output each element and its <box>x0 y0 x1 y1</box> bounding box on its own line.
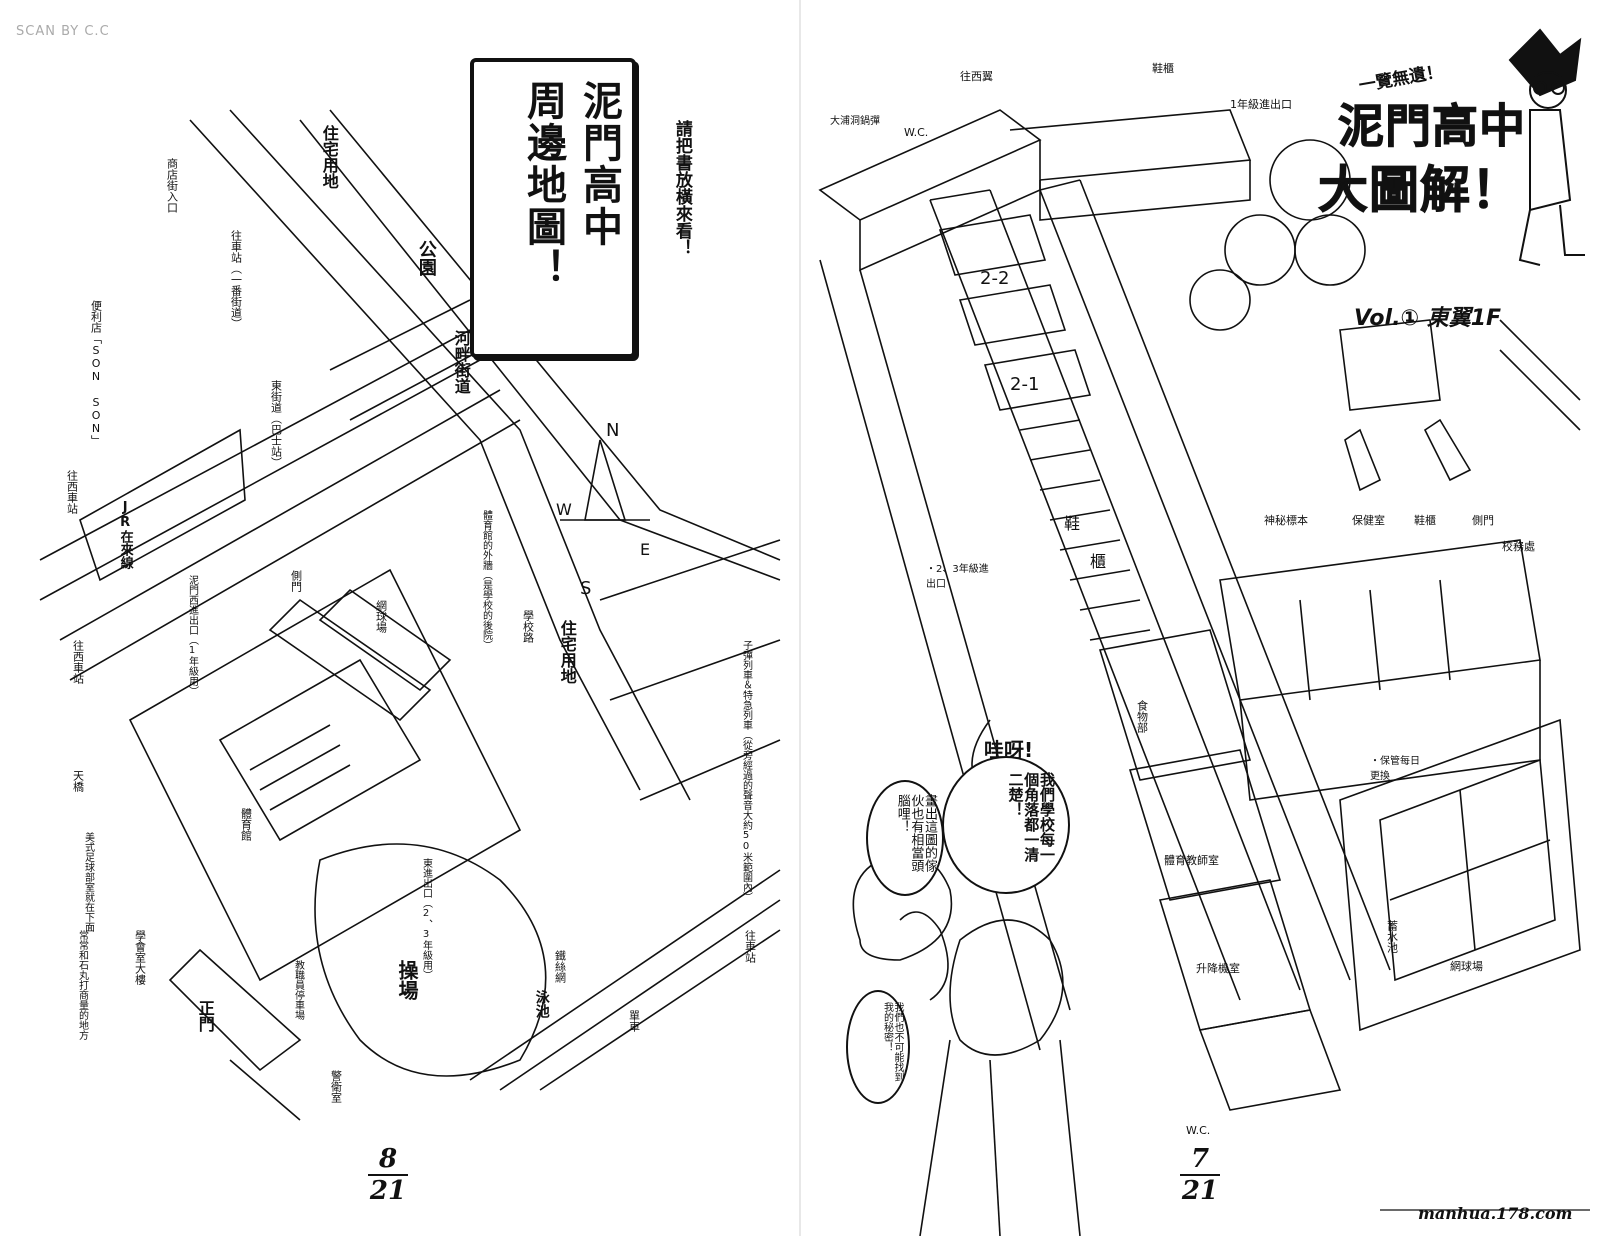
label-to-west-2: 往西車站 <box>71 640 85 684</box>
speech-bubble-main: 我們學校每一個角落都一清二楚！ <box>942 756 1070 894</box>
right-volume-label: Vol.① 東翼1F <box>1354 306 1502 331</box>
label-station-mall: 往車站（一番街道） <box>229 230 243 329</box>
speech-bubble-small: 我們也不可能找到我的秘密！ <box>846 990 910 1104</box>
label-mob-meeting: 常常和石丸打商量的地方 <box>76 930 88 1040</box>
label-tennis-court-left: 網球場 <box>374 600 388 633</box>
label-office: 校務處 <box>1502 540 1535 553</box>
label-club-building: 學會室大樓 <box>133 930 147 985</box>
label-food-shop: 食物部 <box>1135 700 1149 733</box>
label-first-year-exit: 1年級進出口 <box>1230 98 1292 111</box>
label-east-exit: 東進出口（2、3年級用） <box>420 858 432 980</box>
left-title-line1: 泥門高中 <box>576 80 622 248</box>
label-lift-room: 升降機室 <box>1196 962 1240 975</box>
label-wc-top: W.C. <box>904 126 929 139</box>
left-title-line2: 周邊地圖！ <box>520 80 566 290</box>
label-gym: 體育館 <box>239 808 253 841</box>
label-ohtoro-missile: 大浦洞鍋彈 <box>830 116 880 127</box>
label-water-tank: 蓄水池 <box>1385 920 1399 953</box>
label-skeleton: 神秘標本 <box>1264 514 1308 527</box>
page-gutter <box>799 0 801 1236</box>
label-guard-room: 警衛室 <box>329 1070 343 1103</box>
label-park: 公園 <box>415 240 437 276</box>
left-subtitle: 請把書放橫來看！ <box>671 120 692 256</box>
speech-bubble-small-text: 我們也不可能找到我的秘密！ <box>881 1002 904 1082</box>
label-jr-line: JR在來線 <box>117 500 133 569</box>
label-bike: 單車 <box>627 1010 641 1032</box>
label-shoe-mid2: 櫃 <box>1090 552 1107 571</box>
label-gym-outer-wall: 體育館的外牆（是學校的後院） <box>480 510 492 650</box>
left-title-box: 泥門高中 周邊地圖！ <box>470 58 636 358</box>
label-room-2-1: 2-1 <box>1010 374 1040 395</box>
label-residential-1: 住宅用地 <box>319 125 339 189</box>
compass-e: E <box>640 540 651 559</box>
label-shopping-street: 商店街入口 <box>165 158 179 213</box>
label-to-west-1: 往西車站 <box>65 470 79 514</box>
label-side-gate: 側門 <box>289 570 303 592</box>
right-page-bottom: 21 <box>1181 1176 1219 1206</box>
label-main-gate: 正門 <box>195 1000 215 1032</box>
speech-bubble-main-text: 我們學校每一個角落都一清二楚！ <box>1006 772 1057 862</box>
label-train-passing: 子彈列車＆特急列車（從旁經過的聲音大約50米範圍內） <box>740 640 752 902</box>
label-pool: 泳池 <box>533 990 550 1018</box>
scan-credit: SCAN BY C.C <box>16 24 110 39</box>
right-page-top: 7 <box>1190 1144 1210 1174</box>
label-nurse-room: 保健室 <box>1352 514 1385 527</box>
label-convenience-store: 便利店「SON SON」 <box>89 300 103 446</box>
label-overpass: 天橋 <box>71 770 85 792</box>
right-header-title1: 泥門高中 <box>1338 99 1526 154</box>
label-tennis-court-right: 網球場 <box>1450 960 1483 973</box>
label-amefoot-room: 美式足球部室就在下面 <box>82 832 94 932</box>
compass-w: W <box>556 500 572 519</box>
compass-n: N <box>606 420 620 441</box>
compass-s: S <box>580 578 592 599</box>
label-west-exit: 泥門西進出口（1年級用） <box>186 575 198 696</box>
label-guard-daily: ・保管每日更換 <box>1370 756 1420 782</box>
label-shoe-mid: 鞋 <box>1064 514 1081 533</box>
label-side-door: 側門 <box>1472 514 1494 527</box>
label-kawabata-road: 河畔街道 <box>451 330 471 394</box>
right-header-title2: 大圖解！ <box>1318 161 1522 220</box>
left-page-top: 8 <box>378 1144 398 1174</box>
label-room-2-2: 2-2 <box>980 268 1010 289</box>
label-playground: 操場 <box>395 960 419 1000</box>
label-under-tracks: 往車站 <box>743 930 757 963</box>
label-school-road: 學校路 <box>521 610 535 643</box>
label-shoe-lockers-right: 鞋櫃 <box>1414 514 1436 527</box>
watermark: manhua.178.com <box>1418 1204 1573 1223</box>
left-page-bottom: 21 <box>369 1176 407 1206</box>
label-fence: 鐵絲網 <box>553 950 567 983</box>
speech-bubble-left: 畫出這圖的傢伙也有相當頭腦哩！ <box>866 780 944 896</box>
left-page-number: 8 21 <box>368 1146 408 1204</box>
label-staff-parking: 教職員停車場 <box>292 960 304 1020</box>
label-grade23-exit: ・2、3年級進出口 <box>926 564 989 590</box>
speech-bubble-left-text: 畫出這圖的傢伙也有相當頭腦哩！ <box>894 794 937 872</box>
label-gym-teacher-room: 體育教師室 <box>1164 854 1219 867</box>
label-to-west-wing: 往西翼 <box>960 70 993 83</box>
label-wc-bottom: W.C. <box>1186 1124 1211 1137</box>
label-residential-2: 住宅用地 <box>557 620 577 684</box>
label-bus-stop: 東街道（巴士站） <box>269 380 283 468</box>
label-shoe-lockers-top: 鞋櫃 <box>1152 62 1174 75</box>
right-page-number: 7 21 <box>1180 1146 1220 1204</box>
